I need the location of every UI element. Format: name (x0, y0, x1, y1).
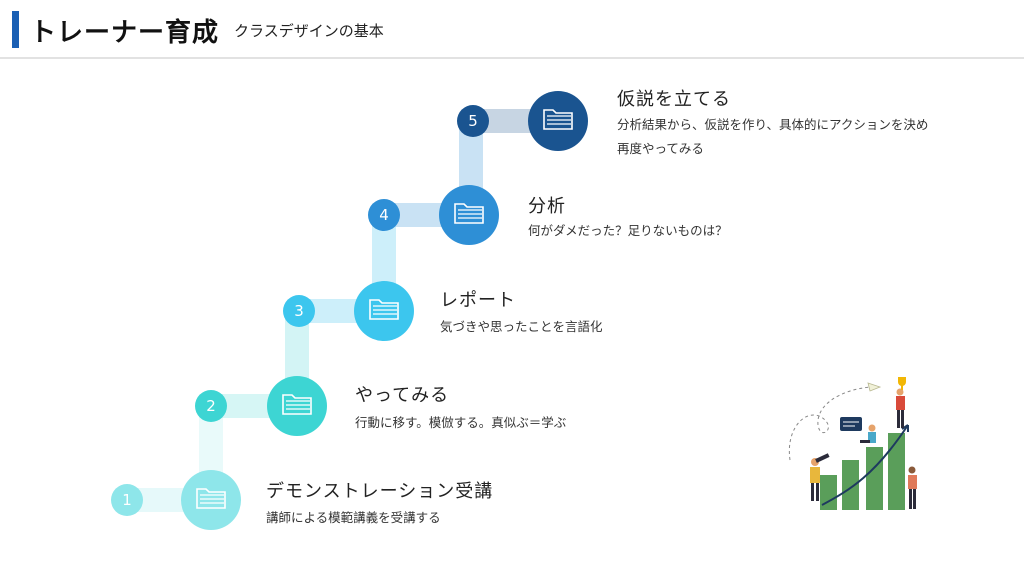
step-1-title: デモンストレーション受講 (266, 481, 494, 502)
step-2-desc-line-1: 行動に移す。模倣する。真似ぶ＝学ぶ (355, 415, 567, 430)
page-subtitle: クラスデザインの基本 (234, 22, 384, 40)
step-2-number: 2 (195, 390, 227, 422)
step-5-desc-line-1: 分析結果から、仮説を作り、具体的にアクションを決め (617, 117, 929, 132)
step-5-desc-line-2: 再度やってみる (617, 141, 704, 156)
step-1-number: 1 (111, 484, 143, 516)
step-3-circle (354, 281, 414, 341)
growth-illustration (780, 365, 930, 520)
folder-icon (542, 106, 574, 136)
folder-icon (281, 391, 313, 421)
step-4-circle (439, 185, 499, 245)
step-1-desc-line-1: 講師による模範講義を受講する (266, 510, 441, 525)
page-title: トレーナー育成 (30, 18, 220, 48)
folder-icon (195, 485, 227, 515)
folder-icon (453, 200, 485, 230)
step-2-title: やってみる (355, 385, 450, 406)
step-3-number: 3 (283, 295, 315, 327)
header-accent-bar (12, 11, 19, 48)
step-4-desc-line-1: 何がダメだった？足りないものは？ (528, 223, 728, 238)
step-5-circle (528, 91, 588, 151)
step-5-number: 5 (457, 105, 489, 137)
step-4-title: 分析 (528, 196, 566, 217)
header: トレーナー育成 クラスデザインの基本 (0, 0, 1024, 59)
step-4-number: 4 (368, 199, 400, 231)
folder-icon (368, 296, 400, 326)
step-5-title: 仮説を立てる (617, 89, 731, 110)
step-3-title: レポート (440, 290, 516, 311)
step-1-circle (181, 470, 241, 530)
step-2-circle (267, 376, 327, 436)
step-3-desc-line-1: 気づきや思ったことを言語化 (440, 319, 603, 334)
